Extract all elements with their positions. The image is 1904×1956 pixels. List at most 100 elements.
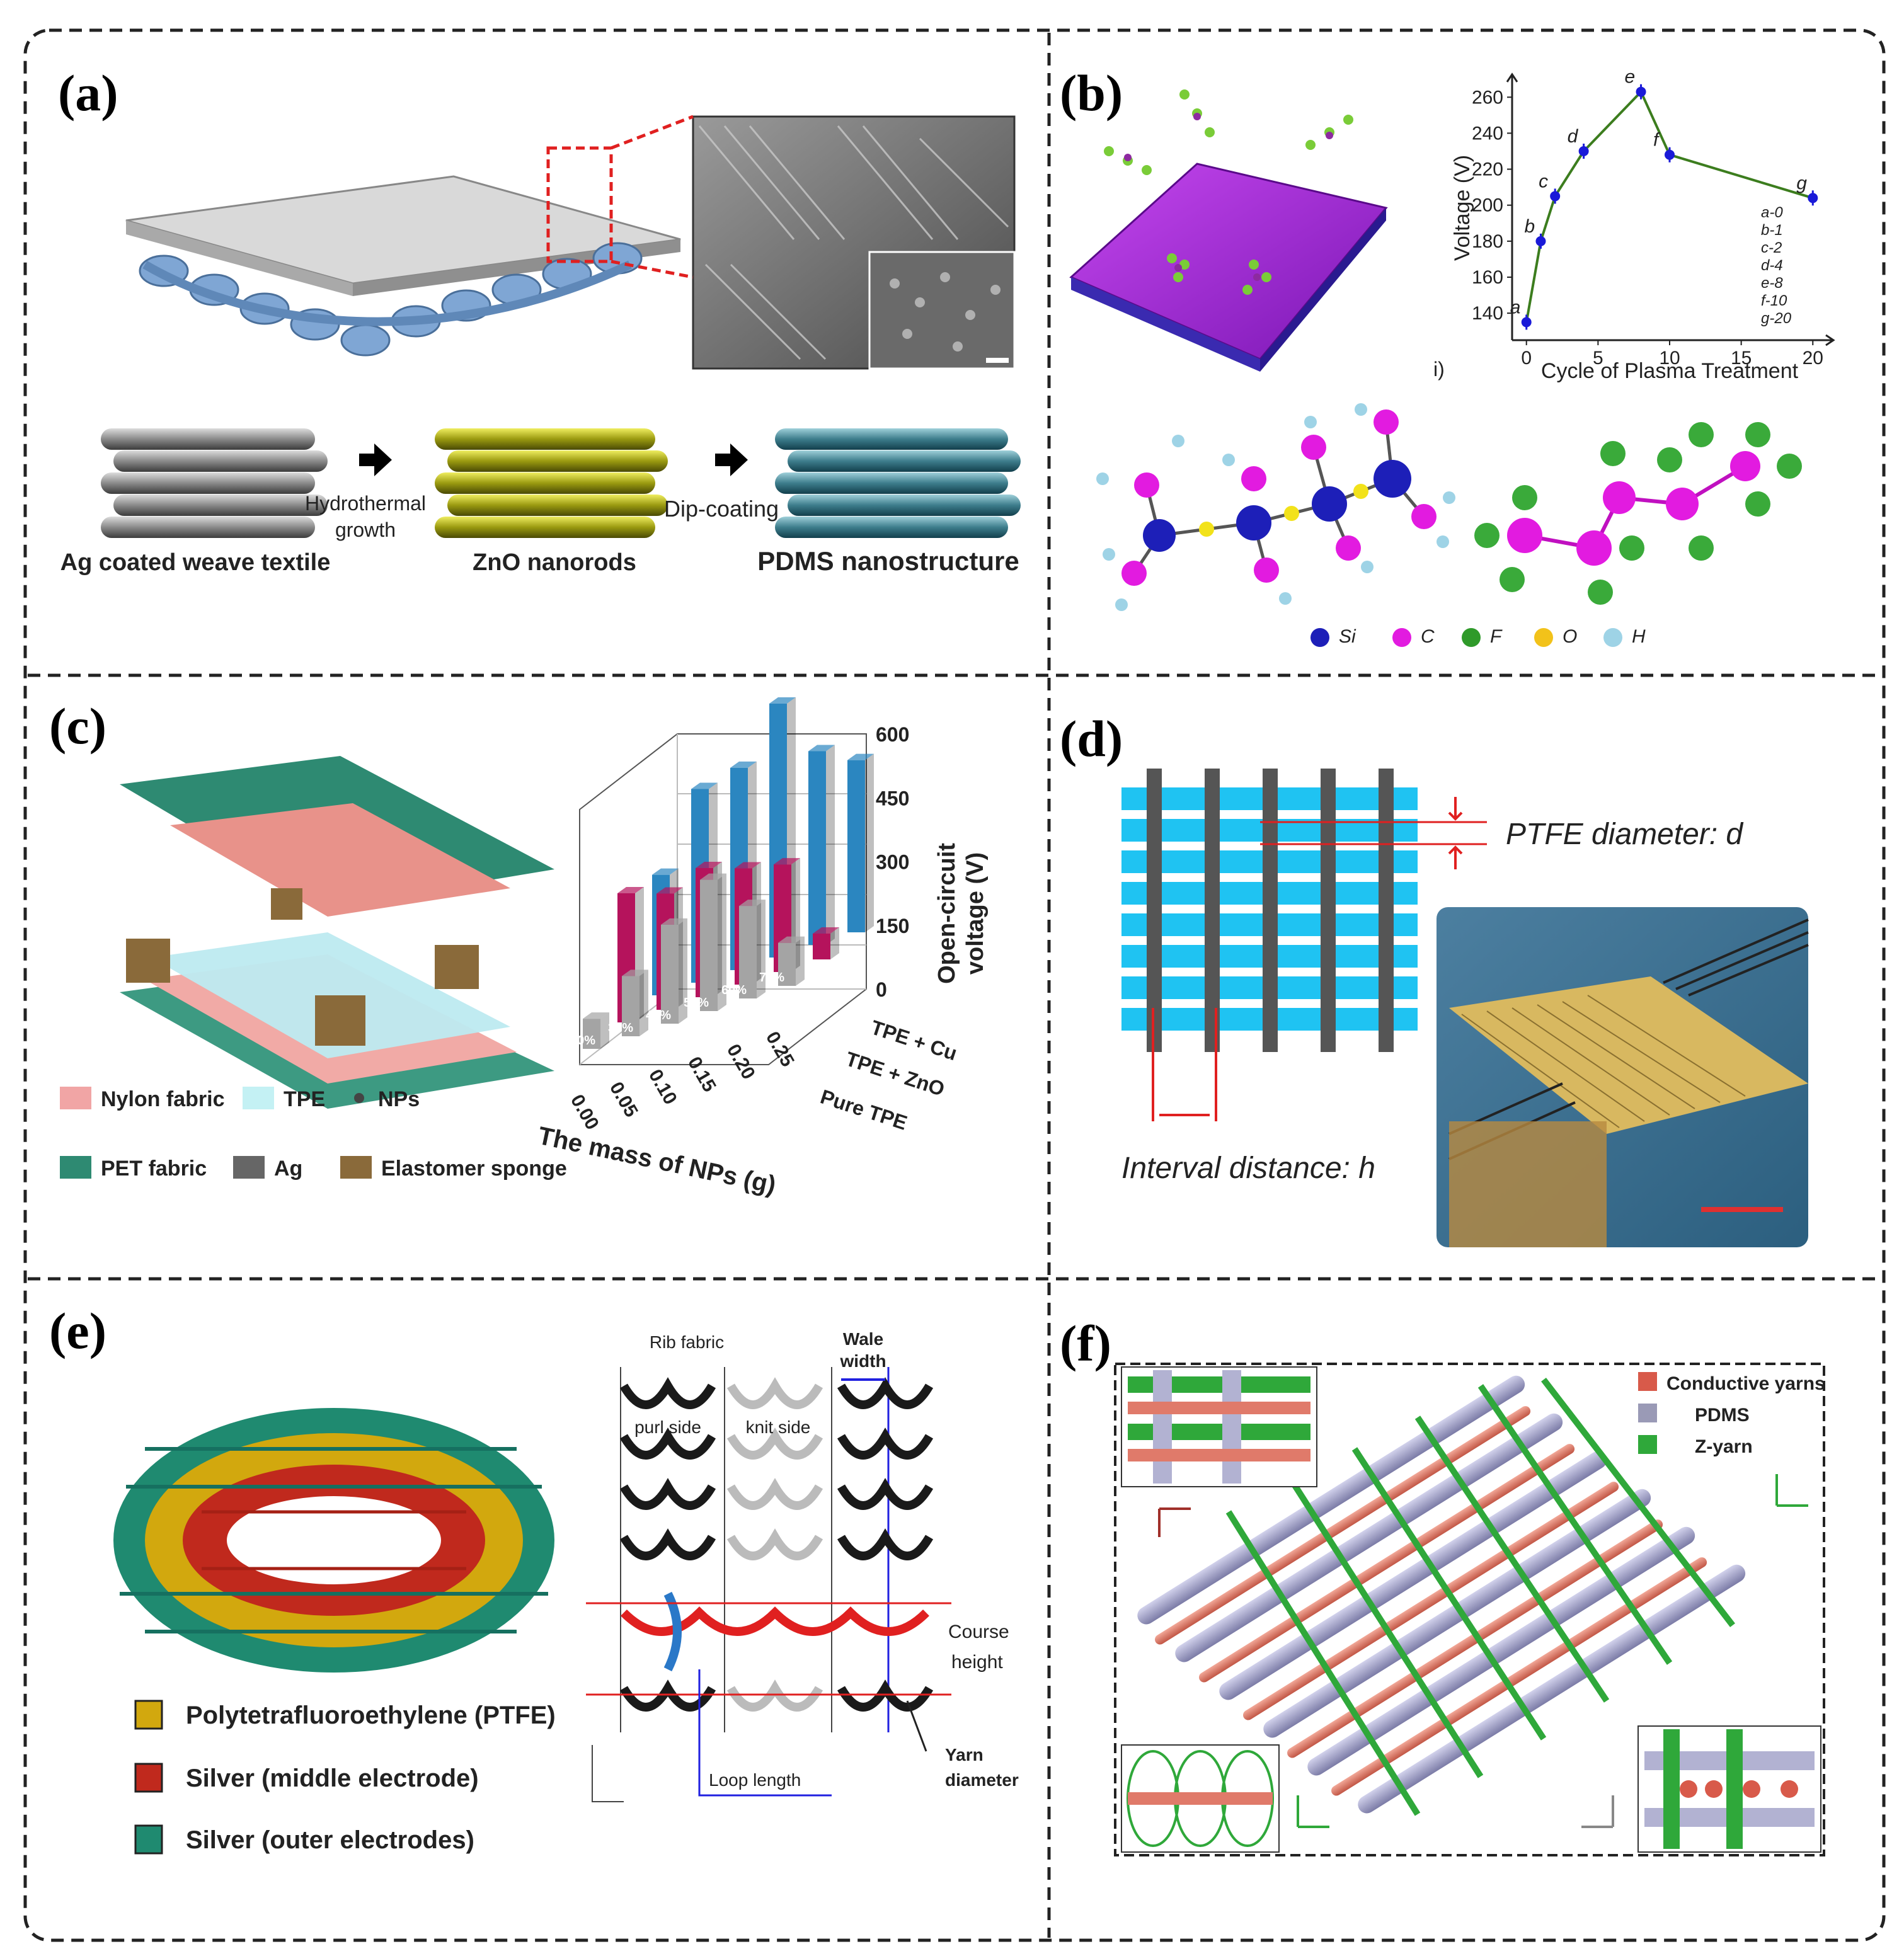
y-axis-label: Voltage (V)	[1450, 155, 1474, 261]
yarn-label-1: Yarn	[945, 1745, 984, 1764]
pet-swatch	[60, 1156, 91, 1179]
legend-e: e-8	[1761, 275, 1783, 292]
atom-c-icon	[1392, 628, 1411, 647]
course-label-2: height	[951, 1652, 1003, 1673]
bar-top	[778, 936, 805, 943]
atom-o-label: O	[1563, 626, 1577, 647]
arrow-2-icon	[715, 443, 748, 476]
legend-sponge: Elastomer sponge	[381, 1157, 567, 1181]
interval-label: Interval distance: h	[1121, 1152, 1375, 1185]
point-label: d	[1568, 126, 1579, 147]
atom-legend: Si C F O H	[1310, 626, 1646, 647]
bar-front	[583, 1019, 600, 1049]
device-photo	[1437, 907, 1809, 1247]
bar-front	[700, 879, 718, 1011]
axes-ox-bottom-icon	[1581, 1795, 1614, 1828]
data-point	[1578, 146, 1589, 156]
teng-device-illustration	[120, 756, 554, 1109]
x-tick-label: 0	[1521, 348, 1532, 369]
atom-o-icon	[1534, 628, 1553, 647]
bar-top	[769, 697, 796, 704]
yarn-pointer	[906, 1700, 927, 1752]
bar-side	[830, 927, 839, 959]
data-point	[1521, 317, 1532, 328]
bar-front	[808, 751, 826, 945]
arrow-label-2: Dip-coating	[664, 496, 779, 522]
step-label-1: Ag coated weave textile	[60, 549, 331, 576]
step-label-3: PDMS nanostructure	[757, 546, 1019, 576]
bar-top	[730, 761, 757, 768]
panel-e: (e) Polytetrafluoroethylene (PTFE) Silve…	[49, 1302, 1019, 1855]
legend-ag: Ag	[274, 1157, 302, 1181]
x-tick-label: 0.00	[566, 1091, 603, 1133]
course-label-1: Course	[948, 1621, 1009, 1642]
inset-top-left	[1121, 1366, 1317, 1487]
bar-top	[735, 862, 761, 869]
nylon-swatch	[60, 1087, 91, 1109]
data-point	[1665, 149, 1675, 160]
x-tick-label: 0.10	[645, 1066, 681, 1108]
atom-si-label: Si	[1339, 626, 1356, 647]
x-axis-label: The mass of NPs (g)	[536, 1122, 778, 1199]
y-tick-label: 220	[1472, 159, 1503, 180]
bar-top	[696, 862, 722, 868]
x-tick-label: 10	[1659, 348, 1680, 369]
bar-front	[622, 976, 639, 1036]
arrow-label-1a: Hydrothermal	[305, 492, 426, 515]
legend-nps: NPs	[378, 1087, 420, 1111]
y-tick-label: 140	[1472, 303, 1503, 324]
nps-dot-icon	[354, 1093, 364, 1103]
bar-side	[865, 753, 874, 932]
panel-f-border	[1114, 1363, 1825, 1856]
bar-front	[739, 906, 757, 998]
bar-side	[639, 969, 648, 1036]
bar-top	[691, 782, 718, 789]
molecule-fluorocarbon	[1474, 422, 1802, 605]
panel-label-b: (b)	[1060, 64, 1123, 122]
legend-z-yarn: Z-yarn	[1695, 1436, 1753, 1457]
ptfe-swatch	[134, 1700, 163, 1730]
y-tick-label: 180	[1472, 231, 1503, 252]
arrow-1-icon	[359, 443, 392, 476]
arrow-label-1b: growth	[335, 518, 396, 541]
atom-f-label: F	[1490, 626, 1503, 647]
wale-label-1: Wale	[843, 1329, 883, 1349]
y-tick-label: 260	[1472, 87, 1503, 108]
y-tick-label: 160	[1472, 267, 1503, 288]
bar-top	[657, 887, 683, 894]
data-point	[1535, 236, 1546, 246]
z-tick-label: 600	[876, 723, 909, 746]
diameter-arrows-icon	[1448, 797, 1463, 869]
legend-middle: Silver (middle electrode)	[186, 1764, 479, 1792]
legend-c: c-2	[1761, 239, 1782, 256]
ag-swatch	[233, 1156, 265, 1179]
purl-side-label: purl side	[634, 1417, 701, 1437]
z-tick-label: 450	[876, 787, 909, 809]
rib-fabric-schematic: Rib fabric purl side knit side Wale widt…	[586, 1329, 1019, 1802]
bar-side	[796, 936, 805, 986]
atom-si-icon	[1310, 628, 1329, 647]
z-yarn-swatch	[1638, 1435, 1657, 1454]
y-tick-label: 240	[1472, 123, 1503, 144]
panel-a: (a)	[58, 64, 1021, 576]
bar-top	[847, 753, 874, 760]
yarn-legend: Conductive yarns PDMS Z-yarn	[1638, 1372, 1825, 1457]
legend-conductive: Conductive yarns	[1666, 1373, 1825, 1394]
y-tick-label: 200	[1472, 195, 1503, 216]
sponge-swatch	[340, 1156, 372, 1179]
x-axis-arrow-icon	[1825, 334, 1835, 346]
bar-side	[600, 1012, 609, 1049]
point-label: a	[1510, 297, 1521, 317]
cycle-legend: a-0 b-1 c-2 d-4 e-8 f-10 g-20	[1761, 204, 1792, 327]
bar-top	[622, 969, 648, 976]
data-point	[1808, 193, 1818, 203]
z-tick-label: 300	[876, 851, 909, 874]
z-tick-label: 0	[876, 978, 887, 1001]
inset-bottom-left	[1121, 1744, 1280, 1853]
rib-fabric-label: Rib fabric	[650, 1332, 724, 1352]
x-tick-label: 5	[1593, 348, 1603, 369]
bar-top	[583, 1012, 609, 1019]
x-tick-label: 20	[1803, 348, 1823, 369]
panel-f: (f)	[1060, 1315, 1825, 1856]
